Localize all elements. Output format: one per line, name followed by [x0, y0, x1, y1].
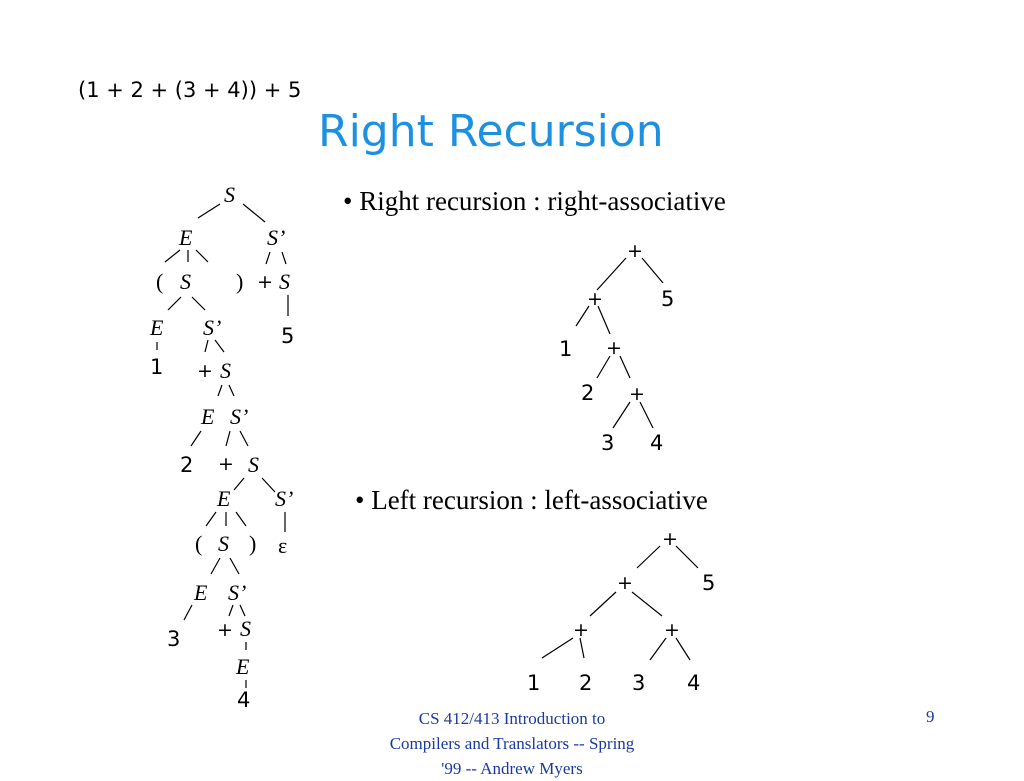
- parse-tree-nodes: S E S’ ( S ) + S E S’ 5 1 + S E S’ 2 + S…: [149, 182, 294, 712]
- left-tree-node: 3: [632, 671, 645, 695]
- parse-node: S: [248, 452, 259, 477]
- left-tree-node: +: [664, 619, 680, 641]
- parse-node: S: [218, 531, 229, 556]
- parse-node: +: [257, 271, 273, 293]
- footer-line: CS 412/413 Introduction to: [418, 709, 606, 728]
- parse-node: 3: [167, 627, 180, 651]
- parse-node: 4: [237, 688, 250, 712]
- parse-node: ε: [278, 533, 287, 558]
- parse-node: ): [236, 269, 243, 294]
- slide-footer: CS 412/413 Introduction to Compilers and…: [345, 706, 679, 781]
- expression-text: (1 + 2 + (3 + 4)) + 5: [78, 78, 302, 102]
- right-tree-node: 1: [559, 337, 572, 361]
- right-tree-node: 4: [650, 431, 663, 455]
- right-tree-node: +: [587, 288, 603, 310]
- parse-node: S’: [275, 486, 293, 511]
- right-tree-node: +: [627, 240, 643, 262]
- parse-node: S: [279, 269, 290, 294]
- parse-node: S’: [203, 315, 221, 340]
- parse-node: S: [240, 616, 251, 641]
- parse-node: ): [249, 531, 256, 556]
- left-tree-node: +: [617, 572, 633, 594]
- parse-node: E: [200, 404, 215, 429]
- parse-node: 2: [180, 453, 193, 477]
- bullet-right-recursion: • Right recursion : right-associative: [343, 186, 726, 216]
- parse-node: E: [193, 580, 208, 605]
- parse-node: E: [216, 486, 231, 511]
- footer-line: Compilers and Translators -- Spring: [389, 734, 635, 753]
- slide-title: Right Recursion: [318, 106, 664, 157]
- left-tree-node: 1: [527, 671, 540, 695]
- right-tree-node: +: [606, 337, 622, 359]
- right-tree-node: +: [629, 383, 645, 405]
- parse-node: 5: [281, 324, 294, 348]
- footer-line: '99 -- Andrew Myers: [441, 759, 583, 778]
- parse-node: 1: [150, 355, 163, 379]
- left-tree-node: +: [573, 619, 589, 641]
- page-number: 9: [926, 707, 935, 726]
- right-tree-node: 3: [601, 431, 614, 455]
- bullet-left-recursion: • Left recursion : left-associative: [355, 485, 708, 515]
- parse-node: S: [180, 269, 191, 294]
- parse-node: S’: [230, 404, 248, 429]
- left-tree-node: +: [662, 528, 678, 550]
- parse-node: E: [149, 315, 164, 340]
- right-tree-node: 5: [661, 287, 674, 311]
- left-assoc-tree-nodes: + + 5 + + 1 2 3 4: [527, 528, 715, 695]
- parse-node: +: [217, 619, 233, 641]
- parse-node: S’: [228, 580, 246, 605]
- parse-node: (: [156, 269, 163, 294]
- right-tree-node: 2: [581, 381, 594, 405]
- parse-node: +: [197, 360, 213, 382]
- left-tree-node: 4: [687, 671, 700, 695]
- parse-tree-edges: [156, 203, 289, 688]
- left-assoc-tree-edges: [541, 545, 699, 661]
- parse-node: S: [220, 358, 231, 383]
- left-tree-node: 5: [702, 571, 715, 595]
- left-tree-node: 2: [579, 671, 592, 695]
- parse-node: E: [235, 654, 250, 679]
- right-assoc-tree-edges: [575, 257, 664, 429]
- right-assoc-tree-nodes: + + 5 1 + 2 + 3 4: [559, 240, 674, 455]
- parse-node: (: [195, 531, 202, 556]
- parse-node-root: S: [224, 182, 235, 207]
- parse-node: S’: [267, 225, 285, 250]
- parse-node: +: [218, 453, 234, 475]
- parse-node: E: [178, 225, 193, 250]
